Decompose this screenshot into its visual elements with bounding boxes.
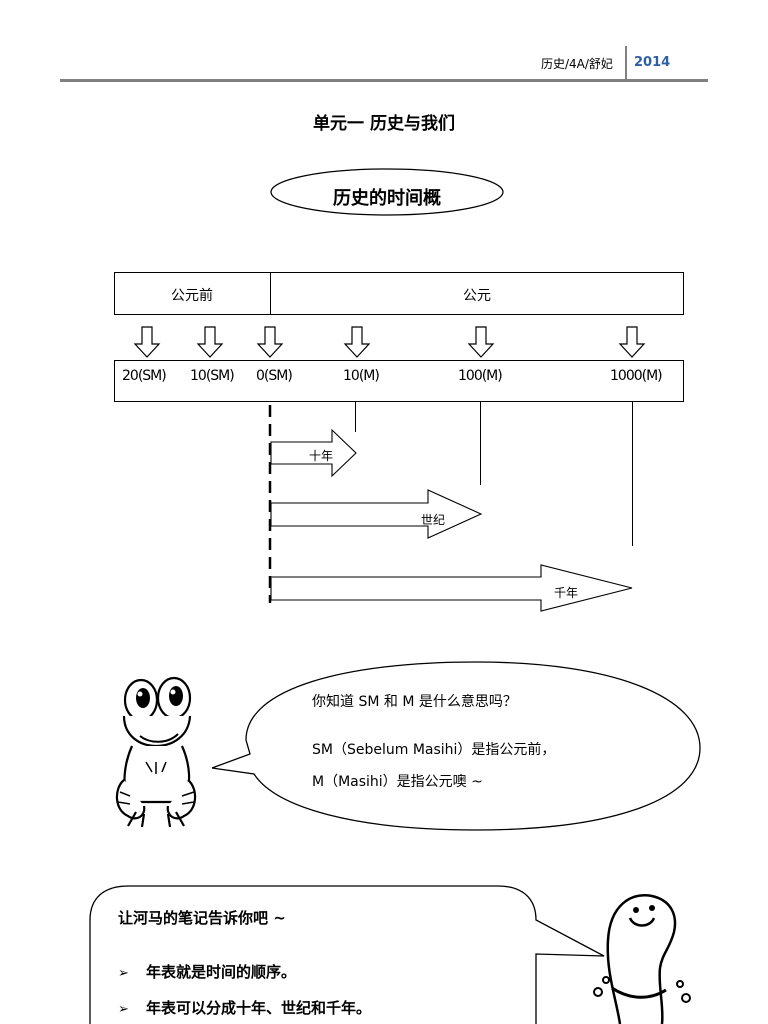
zero-dashed-line (268, 405, 272, 603)
header-year: 2014 (634, 55, 671, 70)
speech-bubble (211, 661, 701, 831)
down-arrow-icon-4 (343, 326, 371, 358)
era-ce: 公元 (463, 288, 491, 304)
tick-20sm: 20(SM) (122, 368, 167, 384)
bubble-question: 你知道 SM 和 M 是什么意思吗？ (312, 694, 517, 710)
tick-1000m: 1000(M) (610, 368, 663, 384)
era-bce: 公元前 (171, 288, 213, 304)
down-arrow-icon-1 (133, 326, 161, 358)
era-divider (270, 272, 271, 314)
span-label-century: 世纪 (421, 513, 446, 527)
bubble-line-2: M（Masihi）是指公元噢 ~ (312, 774, 483, 790)
note-item-1: ➢ 年表就是时间的顺序。 (118, 961, 296, 982)
span-label-millennium: 千年 (554, 586, 579, 600)
note-item-text: 年表可以分成十年、世纪和千年。 (146, 999, 372, 1017)
bubble-line-1: SM（Sebelum Masihi）是指公元前， (312, 742, 556, 758)
header-rule (60, 79, 708, 82)
tick-0sm: 0(SM) (256, 368, 293, 384)
note-bubble (89, 885, 605, 1024)
hippo-cartoon-icon (593, 894, 691, 1024)
down-arrow-icon-6 (618, 326, 646, 358)
tick-10m: 10(M) (343, 368, 380, 384)
frog-cartoon-icon (115, 676, 197, 828)
guide-line-1000m (632, 401, 633, 546)
oval-title: 历史的时间概 (333, 188, 441, 209)
tick-100m: 100(M) (458, 368, 503, 384)
era-box (114, 272, 684, 315)
note-item-text: 年表就是时间的顺序。 (146, 963, 297, 981)
guide-line-100m (480, 401, 481, 485)
span-arrow-millennium (270, 564, 633, 612)
bullet-arrow-icon: ➢ (118, 966, 129, 981)
down-arrow-icon-2 (196, 326, 224, 358)
tick-box (114, 360, 684, 402)
note-title: 让河马的笔记告诉你吧 ~ (118, 909, 286, 927)
header-label: 历史/4A/舒妃 (541, 57, 613, 71)
note-item-2: ➢ 年表可以分成十年、世纪和千年。 (118, 997, 371, 1018)
header-divider-vertical (625, 46, 627, 80)
down-arrow-icon-3 (256, 326, 284, 358)
span-label-decade: 十年 (309, 449, 334, 463)
span-arrow-century (270, 489, 483, 539)
unit-title: 单元一 历史与我们 (313, 114, 455, 134)
down-arrow-icon-5 (467, 326, 495, 358)
title-oval (270, 168, 504, 216)
bullet-arrow-icon: ➢ (118, 1002, 129, 1017)
guide-line-10m (355, 401, 356, 432)
tick-10sm: 10(SM) (190, 368, 235, 384)
span-arrow-decade (270, 428, 357, 478)
